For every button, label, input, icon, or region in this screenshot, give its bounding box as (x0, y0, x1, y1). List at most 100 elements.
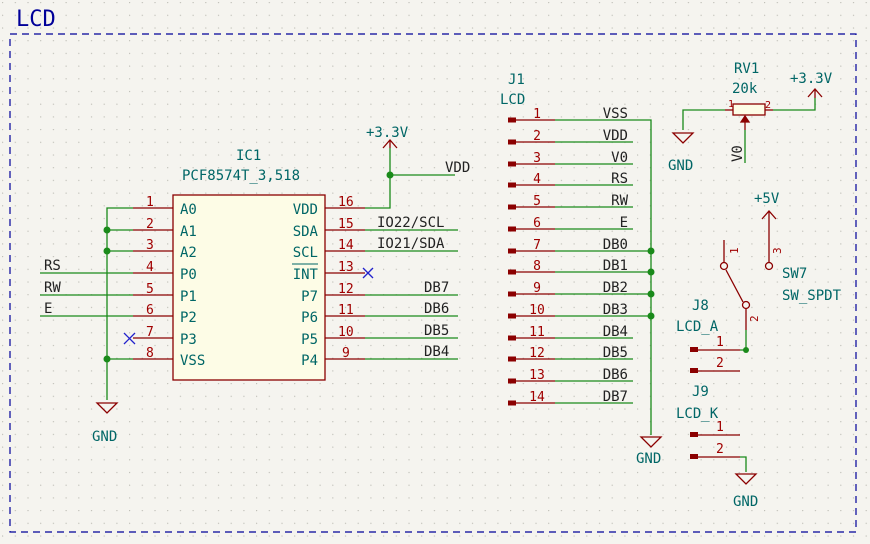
ic1-pin-name: SDA (293, 224, 319, 240)
j1-pin-end (508, 356, 516, 362)
net-label-v0: V0 (730, 145, 746, 162)
net-label-rs: RS (44, 258, 61, 274)
j1-net-label: DB5 (603, 345, 628, 361)
j8-pins (693, 349, 740, 372)
rv1-pin-num: 2 (765, 100, 771, 111)
j1-pin-end (508, 313, 516, 319)
sheet-title: LCD (16, 7, 56, 32)
ic1-pin-num: 3 (146, 238, 154, 253)
gnd-symbol-rv1 (671, 132, 695, 144)
j8-value: LCD_A (676, 319, 719, 335)
net-label-io22: IO22/SCL (377, 215, 444, 231)
net-label-db6: DB6 (424, 301, 449, 317)
rv1-ref: RV1 (734, 61, 759, 77)
power-5v-label: +5V (754, 191, 780, 207)
j1-pin-num: 4 (533, 172, 541, 187)
j9-pin-ends (690, 432, 698, 459)
j1-pin-end (508, 161, 516, 167)
sw7-ref: SW7 (782, 266, 807, 282)
j1-net-label: DB3 (603, 302, 628, 318)
ic1-pin-name: INT (293, 267, 319, 283)
j1-pin-num: 9 (533, 281, 541, 296)
j1-pin-num: 11 (529, 325, 545, 340)
ic1-pin-num: 13 (338, 260, 354, 275)
j9-pins (693, 434, 740, 458)
j1-pin-num: 14 (529, 390, 545, 405)
ic1-pin-num: 9 (342, 346, 350, 361)
j1-net-label: VDD (603, 128, 628, 144)
gnd-label-rv1: GND (668, 158, 693, 174)
j1-net-label: E (620, 215, 628, 231)
ic1-pin-name: P5 (301, 332, 318, 348)
ic1-pin-name: SCL (293, 245, 318, 261)
j1-pin-end (508, 269, 516, 275)
power-33v-label: +3.3V (366, 125, 409, 141)
gnd-label-j9: GND (733, 494, 758, 510)
rv1-symbol (725, 103, 773, 130)
ic1-pin-num: 1 (146, 195, 154, 210)
ic1-pin-name: A1 (180, 224, 197, 240)
j1-value: LCD (500, 92, 525, 108)
j1-net-label: RW (611, 193, 628, 209)
gnd-symbol-j1 (639, 436, 663, 448)
ic1-pin-num: 6 (146, 303, 154, 318)
ic1-pin-name: P1 (180, 289, 197, 305)
j1-pin-end (508, 204, 516, 210)
gnd-label-j1: GND (636, 451, 661, 467)
ic1-wires (40, 148, 458, 400)
j1-net-label: RS (611, 171, 628, 187)
ic1-pin-name: VSS (180, 353, 205, 369)
j1-pin-num: 5 (533, 194, 541, 209)
ic1-pin-num: 5 (146, 282, 154, 297)
ic1-pin-num: 8 (146, 346, 154, 361)
junction-dot (743, 347, 749, 353)
no-connect-marks (123, 267, 374, 345)
rv1-wires (682, 98, 816, 163)
ic1-pin-num: 11 (338, 303, 354, 318)
j1-pin-num: 7 (533, 238, 541, 253)
j1-ref: J1 (508, 72, 525, 88)
j1-pin-end (508, 335, 516, 341)
j9-value: LCD_K (676, 406, 719, 422)
power-33v-ic1 (382, 139, 398, 149)
ic1-pin-name: P7 (301, 289, 318, 305)
ic1-body (172, 194, 326, 381)
j1-net-label: V0 (611, 150, 628, 166)
net-label-db5: DB5 (424, 323, 449, 339)
net-label-e: E (44, 301, 52, 317)
net-label-db7: DB7 (424, 280, 449, 296)
gnd-label-ic1: GND (92, 429, 117, 445)
sw7-pin-num: 3 (771, 247, 784, 254)
j1-wires (633, 119, 652, 435)
ic1-pin-num: 16 (338, 195, 354, 210)
j8-pin-ends (690, 347, 698, 373)
ic1-pin-num: 14 (338, 238, 354, 253)
ic1-symbol: IC1 PCF8574T_3,518 1 2 3 4 5 6 (133, 148, 365, 381)
j8-pin-num: 2 (716, 356, 724, 371)
j1-pin-num: 6 (533, 216, 541, 231)
j1-net-label: DB7 (603, 389, 628, 405)
j1-pin-num: 13 (529, 368, 545, 383)
ic1-pin-name: A0 (180, 202, 197, 218)
net-label-io21: IO21/SDA (377, 236, 445, 252)
ic1-pin-num: 10 (338, 325, 354, 340)
ic1-value: PCF8574T_3,518 (182, 168, 300, 184)
ic1-pin-name: P6 (301, 310, 318, 326)
j8-ref: J8 (692, 298, 709, 314)
junction-dot (103, 226, 111, 234)
j1-pin-end (508, 226, 516, 232)
ic1-pin-num: 4 (146, 260, 154, 275)
j1-pin-num: 8 (533, 259, 541, 274)
ic1-pin-num: 2 (146, 217, 154, 232)
j1-net-label: VSS (603, 106, 628, 122)
rv1-value: 20k (732, 81, 758, 97)
j1-pin-end (508, 378, 516, 384)
net-label-rw: RW (44, 280, 61, 296)
ic1-pin-num: 12 (338, 282, 354, 297)
j1-pin-end (508, 400, 516, 406)
junction-dot (386, 171, 394, 179)
j1-pin-num: 3 (533, 151, 541, 166)
j1-net-label: DB1 (603, 258, 628, 274)
